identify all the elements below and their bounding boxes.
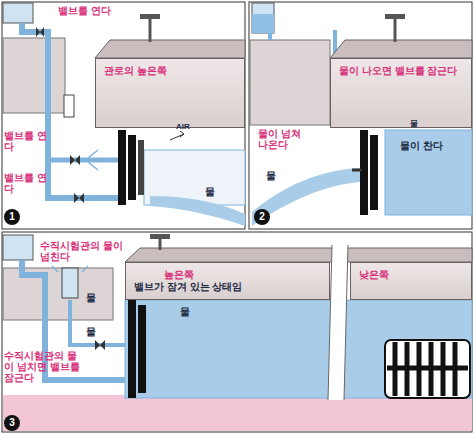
annotation: 물 [410,118,430,129]
callout-number: 1 [4,211,20,222]
annotation: 물 [86,292,106,303]
valve-symbol [95,340,105,350]
pipe-label: 밸브가 잠겨 있는 상태임 [134,281,321,293]
pipe-label: 낮은쪽 [359,269,463,281]
pipe-box: 낮은쪽 [350,262,472,300]
flange [118,130,126,205]
number-badge [4,209,20,225]
overflow-mark [52,266,88,272]
pipe-top [95,40,245,58]
end-cap [385,340,470,398]
supply-pipe [270,30,335,60]
pipe-top [330,40,472,58]
pipe-label: 관로의 높은쪽 [104,65,236,77]
annotation: 물이 넘쳐 나온다 [258,128,310,150]
pipe-box: 높은쪽밸브가 잠겨 있는 상태임 [125,262,330,300]
annotation: 밸브를 연다 [58,5,138,16]
concrete-wall [250,40,330,125]
annotation: 물이 찬다 [400,140,460,151]
test-tube [62,268,78,298]
valve-stem [394,18,397,42]
flange [138,140,144,195]
annotation: 수직시험관의 물이 넘치면 밸브를 잠근다 [4,350,82,383]
callout-number: 2 [254,211,270,222]
valve-stem [149,18,152,42]
pipe-label: 높은쪽 [134,269,321,281]
annotation: 물 [266,170,286,181]
pipe-label: 물이 나오면 밸브를 잠근다 [339,65,463,77]
number-badge [4,415,20,431]
annotation: 물 [205,186,225,197]
pipe-box: 관로의 높은쪽 [95,58,245,128]
ground [3,395,472,431]
annotation: 물 [86,326,106,337]
water-spurt [88,150,100,170]
annotation: 수직시험관의 물이 넘친다 [40,240,130,262]
valve-handle [385,14,405,19]
panel-frame [249,2,472,229]
break-line [328,245,348,400]
valve-symbol [70,155,80,165]
break-gap [328,245,348,400]
annotation: 물 [180,306,200,317]
water-tank [3,235,33,260]
water-flow [150,196,245,226]
branch-pipe [48,158,118,163]
test-pipe [70,300,125,345]
pipe-box: 물이 나오면 밸브를 잠근다 [330,58,472,128]
pipe-water [385,130,472,215]
concrete-wall [3,38,65,113]
pipe-top [125,248,472,262]
water-tank [3,3,33,23]
valve-symbol [36,27,44,37]
annotation: 밸브를 연다 [4,130,48,152]
panel-frame [2,2,245,229]
annotation: 밸브를 연다 [4,172,48,194]
water-spill [252,168,360,226]
valve-handle [150,234,170,239]
tank-water [252,14,274,33]
water-tank [252,3,274,33]
flange [370,135,378,210]
end-cap-grid [387,342,468,396]
flange [128,135,136,200]
valve-symbol [352,169,362,172]
flange [360,130,368,215]
pipe-water [125,300,472,398]
callout-number: 3 [4,417,20,428]
number-badge [254,209,270,225]
annotation: AIR [176,121,206,132]
panel-frame [2,232,472,432]
valve-handle [140,14,160,19]
flange [138,305,146,393]
valve-symbol [74,193,84,203]
air-arrow [170,131,184,140]
gauge [64,95,74,117]
flange [128,300,136,398]
